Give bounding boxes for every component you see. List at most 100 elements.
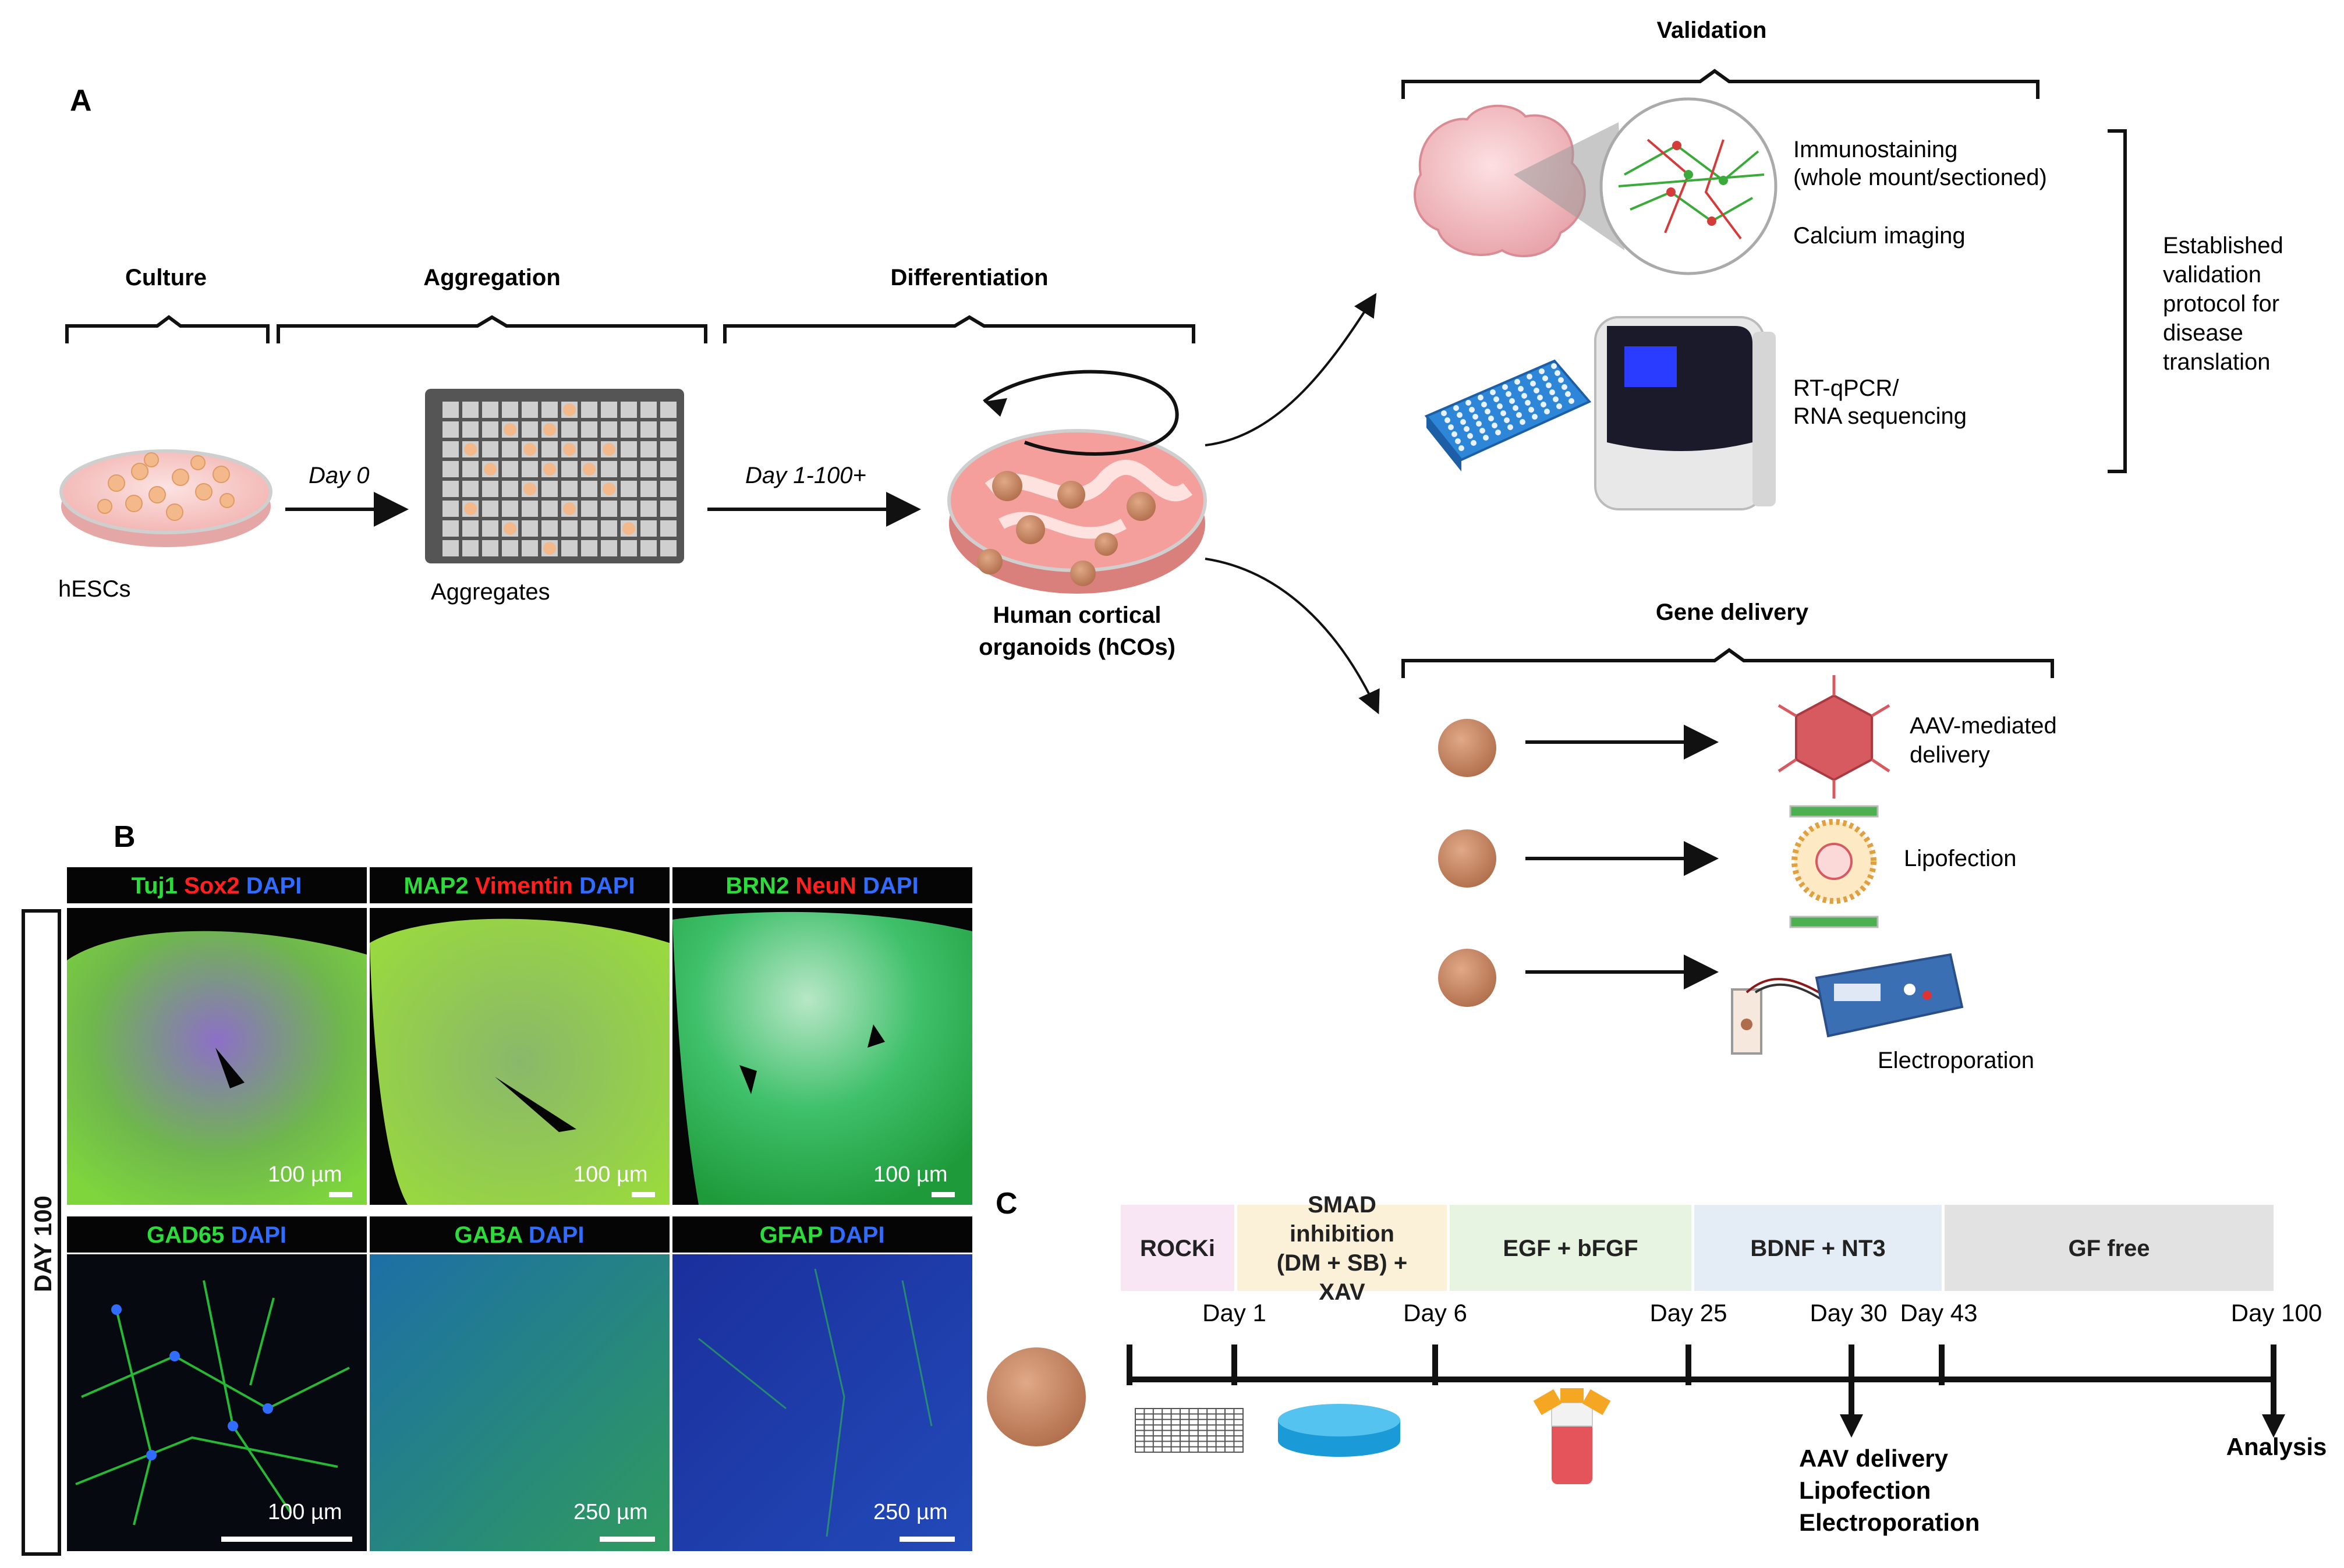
phase-box-0 [1121,1205,1234,1291]
established-protocol-text: Established validation protocol for dise… [2163,233,2283,375]
scale-map2: 100 µm [573,1162,648,1187]
established-line-4: disease [2163,320,2243,346]
cycle-arrow [983,370,1179,456]
aav-virus-icon [1778,675,1890,818]
day-label-43: Day 43 [1900,1299,1977,1326]
day-100-side-box [22,909,61,1556]
immunostaining-line2: (whole mount/sectioned) [1793,165,2047,190]
phase-boxes: ROCKi SMAD inhibition (DM + SB) + XAV EGF + b… [1121,1192,2274,1305]
micro-gad65 [67,1254,367,1551]
phase-label-1-0: SMAD [1308,1192,1376,1218]
stage-differentiation-title: Differentiation [890,265,1048,290]
stain-top_row-1-2: DAPI [573,873,635,899]
scale-gad65: 100 µm [268,1500,342,1524]
phase-label-3-0: BDNF + NT3 [1750,1236,1885,1261]
culture-brace [65,315,270,343]
micrograph-grid [67,908,972,1551]
aggregation-brace [277,315,707,343]
stain-label-top_row-0: Tuj1 Sox2 DAPI [132,873,302,899]
spinner-bioreactor-icon [1533,1388,1611,1484]
phase-label-1-2: (DM + SB) + [1277,1250,1407,1276]
stage-aggregation-title: Aggregation [423,265,561,290]
phase-box-3 [1694,1205,1942,1291]
scale-bars: 100 µm 100 µm 100 µm 100 µm 250 µm 250 µ… [221,1162,955,1542]
event-analysis: Analysis [2226,1433,2327,1460]
stain-label-top_row-1: MAP2 Vimentin DAPI [403,873,635,899]
day-label-1: Day 1 [1202,1299,1266,1326]
phase-label-2-0: EGF + bFGF [1503,1236,1638,1261]
stain-top_row-2-2: DAPI [856,873,919,899]
rtqpcr-line2: RNA sequencing [1793,403,1967,429]
day-label-100: Day 100 [2231,1299,2322,1326]
day-labels: Day 1 Day 6 Day 25 Day 30 Day 43 Day 100 [1202,1299,2322,1326]
neuron-zoom-circle [1599,97,1778,275]
scale-gfap: 250 µm [873,1500,948,1524]
panel-b-letter: B [114,820,136,854]
stain-top_row-0-0: Tuj1 [132,873,178,899]
organoid-lipofection [1438,829,1496,888]
stain-bottom_row-0-0: GAD65 [147,1222,224,1248]
stain-bottom_row-0-1: DAPI [224,1222,286,1248]
gene-delivery-brace [1401,648,2054,678]
event-aav-delivery: AAV delivery [1799,1445,1949,1472]
timeline-icons [1135,1388,1611,1484]
phase-label-1-3: XAV [1319,1279,1365,1305]
panel-a-letter: A [70,84,92,118]
event-lipofection: Lipofection [1799,1477,1931,1504]
stain-label-bars [67,867,972,1253]
to-validation-arrow [1205,293,1377,446]
pcr-plate-icon [1424,359,1592,471]
panel-c-letter: C [996,1187,1018,1221]
day1-100-label: Day 1-100+ [745,463,866,488]
to-gene-delivery-arrow [1205,558,1380,715]
stain-top_row-0-1: Sox2 [178,873,240,899]
gene-delivery-rows [1438,719,1719,1007]
micro-gaba [370,1254,670,1551]
stage-validation-title: Validation [1657,17,1767,43]
aav-line1: AAV-mediated [1910,713,2057,739]
phase-label-0-0: ROCKi [1140,1236,1215,1261]
organoid-aav [1438,719,1496,777]
qpcr-machine-icon [1594,316,1776,510]
immunostaining-line1: Immunostaining [1793,137,1957,162]
rtqpcr-line1: RT-qPCR/ [1793,375,1899,401]
day-100-side-label: DAY 100 [29,1195,56,1292]
stain-bottom_row-1-1: DAPI [522,1222,585,1248]
stage-culture-title: Culture [125,265,207,290]
electroporator-icon [1731,953,1964,1055]
phase-label-1-1: inhibition [1290,1221,1394,1247]
liposome-icon [1789,819,1879,928]
phase-box-2 [1450,1205,1691,1291]
event-electroporation: Electroporation [1799,1509,1980,1536]
day-label-25: Day 25 [1649,1299,1727,1326]
day-label-6: Day 6 [1403,1299,1467,1326]
day-label-30: Day 30 [1810,1299,1887,1326]
stain-label-bottom_row-2: GFAP DAPI [760,1222,885,1248]
phase-box-1 [1237,1205,1447,1291]
stain-top_row-1-0: MAP2 [403,873,468,899]
stain-bottom_row-2-0: GFAP [760,1222,823,1248]
aggregates-label: Aggregates [431,579,550,605]
established-bracket [2108,129,2127,473]
hco-dish [947,370,1207,594]
validation-brace [1401,69,2040,99]
stain-label-top_row-2: BRN2 NeuN DAPI [725,873,918,899]
lipofection-label: Lipofection [1904,846,2016,871]
established-line-1: Established [2163,233,2283,258]
organoid-brain-icon [1414,104,1624,257]
hesc-dish [59,449,272,547]
stain-top_row-2-0: BRN2 [725,873,789,899]
phase-box-4 [1945,1205,2274,1291]
stain-top_row-2-1: NeuN [789,873,856,899]
day0-label: Day 0 [309,463,370,488]
established-line-5: translation [2163,349,2271,375]
aggregates-plate [425,389,684,563]
scale-gaba: 250 µm [573,1500,648,1524]
hcos-label-line1: Human cortical [993,602,1162,628]
hescs-label: hESCs [58,576,131,602]
hcos-label-line2: organoids (hCOs) [979,634,1175,660]
calcium-imaging-label: Calcium imaging [1793,223,1966,249]
scale-tuj1: 100 µm [268,1162,342,1187]
phase-label-4-0: GF free [2068,1236,2150,1261]
